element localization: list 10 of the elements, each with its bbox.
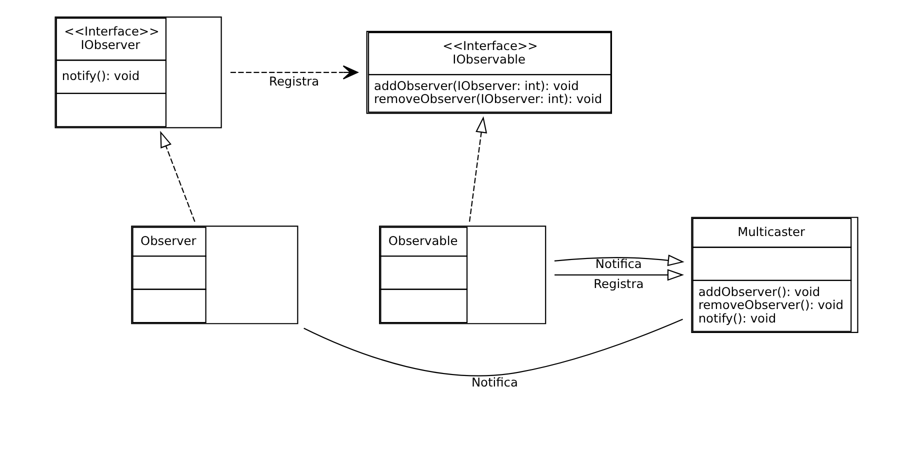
arrow [468, 116, 487, 222]
edge-label: Notifica [470, 376, 518, 390]
arrow [160, 130, 195, 222]
arrow [554, 269, 684, 281]
edge-label: Notifica [594, 257, 642, 272]
arrow [554, 254, 684, 266]
connector [303, 318, 682, 376]
arrow [230, 65, 358, 80]
edge-label: Registra [268, 74, 319, 88]
edge-label: Registra [593, 276, 644, 291]
